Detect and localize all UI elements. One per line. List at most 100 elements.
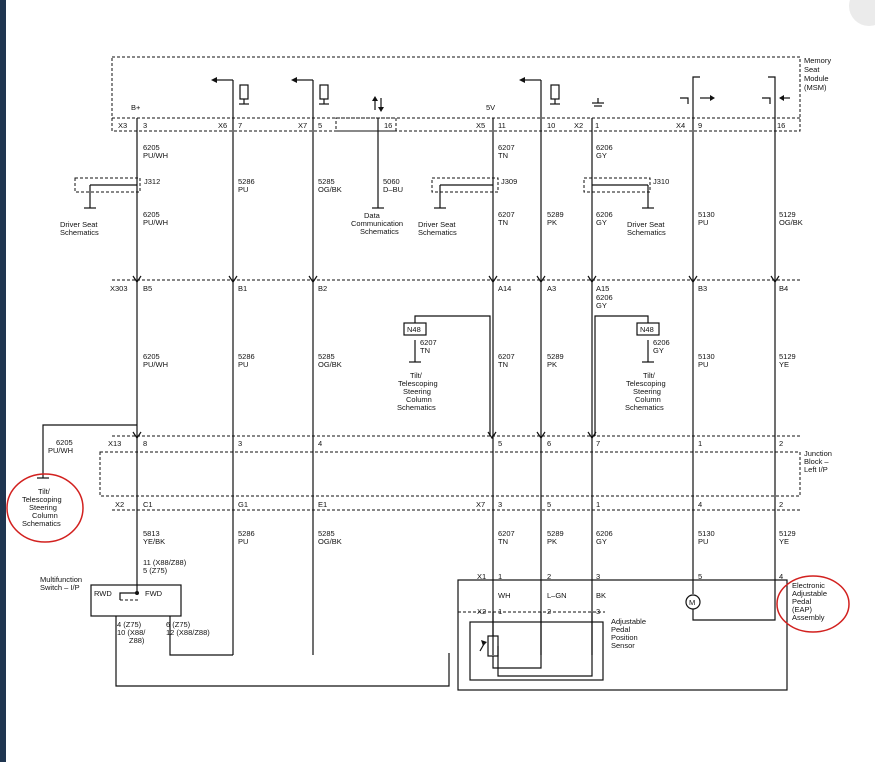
wire-color: PK [547,218,557,227]
pedal-sensor-label: Position [611,633,638,642]
switch-pin-note: 5 (Z75) [143,566,168,575]
wire-color: PU/WH [143,360,168,369]
pin-label: 1 [498,607,502,616]
wire-number: 6207 [498,143,515,152]
wire-number: 6205 [143,352,160,361]
connector-x2-jb: X2 [115,500,124,509]
wire-color: YE [779,360,789,369]
pedal-sensor-box [469,621,604,681]
wire-number: 5285 [318,529,335,538]
wire-number: 6206 [596,210,613,219]
resistor-icon [319,84,329,105]
window-left-edge [0,0,6,762]
eap-label-line: (EAP) [792,605,813,614]
j310-splice-box [583,177,651,193]
switch-pin-note: Z88) [129,636,145,645]
pin-label: A15 [596,284,609,293]
wire-number: 5129 [779,210,796,219]
junction-block-outline [99,451,801,497]
tilt-ref: Schematics [397,403,436,412]
pin-label: 4 [318,439,322,448]
switch-pin-note: 4 (Z75) [117,620,142,629]
connector-x4: X4 [676,121,685,130]
wire-number: 5060 [383,177,400,186]
motor-label: M [689,598,695,607]
splice-j309: J309 [501,177,517,186]
wire-color: PU [698,360,708,369]
eap-label-line: Pedal [792,597,812,606]
tilt-ref: Steering [403,387,431,396]
wire-number: 6206 [596,529,613,538]
wire-number: 5286 [238,352,255,361]
pin-label: 5 [698,572,702,581]
wire-color: GY [596,151,607,160]
pin-label: A14 [498,284,511,293]
pin-label: 2 [547,607,551,616]
connector-x7: X7 [298,121,307,130]
pin-label: B4 [779,284,788,293]
driver-seat-ref: Driver Seat [418,220,456,229]
ground-icon [592,98,604,107]
wire-color: PU [238,185,248,194]
wire-color: PK [547,537,557,546]
wire-number: 6205 [143,210,160,219]
pedal-sensor-label: Pedal [611,625,631,634]
pin-label: 2 [779,439,783,448]
five-v-label: 5V [486,103,495,112]
switch-contact [119,592,137,600]
arrow-icon [481,640,487,646]
highlight-circle-tilt [6,473,84,543]
wire-color: PU/WH [143,218,168,227]
wire-color: GY [596,301,607,310]
splice-j312: J312 [144,177,160,186]
wire-color: PU [238,537,248,546]
connector-x303: X303 [110,284,128,293]
wire-color: BK [596,591,606,600]
driver-seat-ref: Driver Seat [627,220,665,229]
wire-color: PU [698,218,708,227]
junction-label-line: Left I/P [804,465,828,474]
wire-number: 5130 [698,529,715,538]
multifunction-label: Multifunction [40,575,82,584]
wire-color: TN [498,151,508,160]
wire-n48-right [594,315,649,436]
fwd-label: FWD [145,589,163,598]
wire-n48-left [414,315,491,436]
tilt-ref: Steering [633,387,661,396]
wire-number: 5285 [318,352,335,361]
resistor-icon [550,84,560,105]
pin-label: 5 [318,121,322,130]
tilt-ref: Telescoping [22,495,62,504]
wire-number: 5289 [547,529,564,538]
connector-x3: X3 [118,121,127,130]
switch-pin-note: 10 (X88/ [117,628,146,637]
wire-color: TN [498,218,508,227]
arrow-icon [519,77,525,83]
driver-seat-ref: Schematics [418,228,457,237]
pin-label: B2 [318,284,327,293]
tilt-ref: Telescoping [398,379,438,388]
connector-x13: X13 [108,439,121,448]
wire-color: PU [698,537,708,546]
tilt-ref: Tilt/ [410,371,423,380]
tilt-ref: Schematics [625,403,664,412]
wire-number: 5129 [779,352,796,361]
pin-label: 3 [596,572,600,581]
wire-color: OG/BK [318,185,342,194]
wire-number: 5130 [698,210,715,219]
wire-number: 6207 [420,338,437,347]
pin-label: C1 [143,500,153,509]
pin-label: A3 [547,284,556,293]
eap-label-line: Assembly [792,613,825,622]
wire-color: GY [653,346,664,355]
wire-number: 6207 [498,210,515,219]
tilt-ref: Tilt/ [38,487,51,496]
memory-seat-module-outline [111,56,801,132]
tilt-ref: Tilt/ [643,371,656,380]
pin-label: 6 [547,439,551,448]
switch-pin-note: 6 (Z75) [166,620,191,629]
pin-label: 3 [238,439,242,448]
wire-number: 6205 [143,143,160,152]
